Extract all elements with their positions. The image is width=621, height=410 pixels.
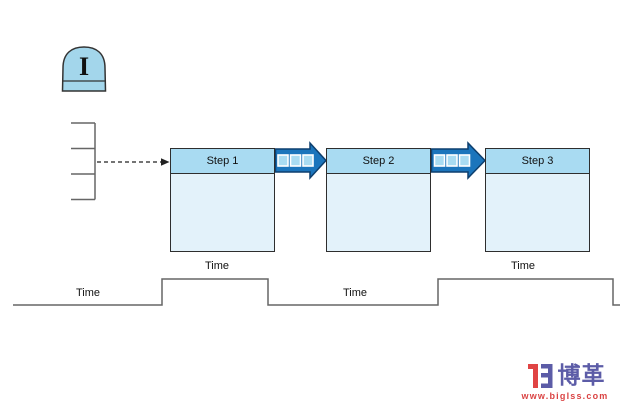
push-arrow-2 [430, 141, 487, 180]
logo-mark-red [527, 364, 538, 388]
process-box-step-3: Step 3 [485, 148, 590, 252]
brand-logo: 博革 www.biglss.com [514, 360, 616, 401]
lead-time-ladder [13, 278, 620, 306]
time-label-wait-1: Time [75, 287, 101, 299]
push-arrow-2-square [433, 154, 446, 167]
inventory-dome-shape [61, 46, 107, 92]
process-box-label: Step 3 [521, 155, 554, 167]
process-box-title: Step 3 [486, 149, 589, 174]
schedule-comb-icon [71, 122, 96, 201]
push-arrow-2-square [458, 154, 471, 167]
process-box-step-2: Step 2 [326, 148, 431, 252]
process-box-title: Step 2 [327, 149, 430, 174]
push-arrow-2-body [430, 141, 487, 180]
process-box-label: Step 2 [362, 155, 395, 167]
push-arrow-1-square [289, 154, 302, 167]
brand-logo-mark-icon [527, 364, 552, 388]
logo-mark-blue [540, 364, 552, 388]
process-box-title: Step 1 [171, 149, 274, 174]
inventory-label: I [79, 52, 89, 81]
brand-logo-top: 博革 [514, 360, 616, 390]
time-label-process-1: Time [204, 260, 230, 272]
push-arrow-1-square [302, 154, 314, 167]
process-box-label: Step 1 [206, 155, 239, 167]
push-arrow-1 [274, 141, 328, 180]
inventory-icon: I [61, 46, 107, 92]
time-label-process-2: Time [510, 260, 536, 272]
brand-url: www.biglss.com [521, 391, 609, 401]
process-box-step-1: Step 1 [170, 148, 275, 252]
dashed-flow-arrowhead [161, 158, 170, 166]
dashed-flow-arrow [97, 158, 170, 166]
push-arrow-1-square [277, 154, 289, 167]
time-label-wait-2: Time [342, 287, 368, 299]
push-arrow-2-square [446, 154, 458, 167]
brand-name: 博革 [557, 361, 606, 388]
